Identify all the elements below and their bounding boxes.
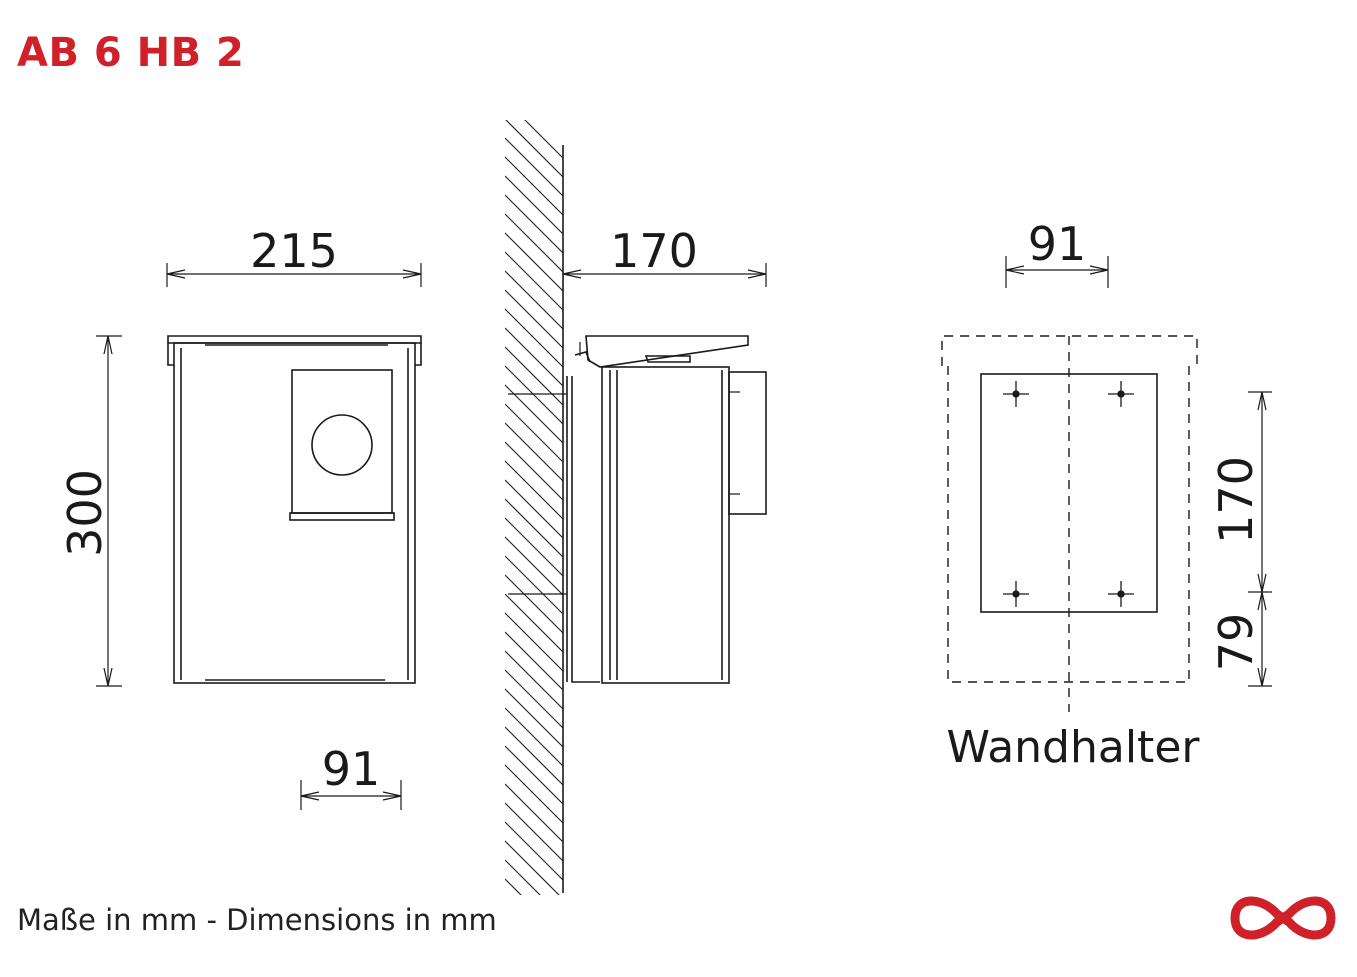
wall-hatch-line [505,308,563,368]
front-width-label: 215 [250,224,338,278]
wall-hatch-line [505,745,563,805]
wall-hatch-line [505,270,563,330]
front-height-label: 300 [58,469,112,557]
wall-hatch-line [505,574,563,634]
bracket-hole-spacing-label: 170 [1209,456,1263,544]
mounting-hole [1003,581,1029,607]
wall-hatch-line [505,346,563,406]
wall-hatch-line [505,175,563,235]
mounting-hole [1108,581,1134,607]
wall-hatch-line [505,251,563,311]
wall-hatch-line [505,498,563,558]
wall-hatch-line [505,878,522,895]
infinity-knot-logo [1230,896,1336,940]
mounting-hole [1108,381,1134,407]
bracket-bottom-offset-label: 79 [1209,613,1263,672]
wall-hatch-line [505,120,563,178]
wall-hatch-line [505,821,563,881]
wall-hatch-line [505,783,563,843]
wall-hatch-line [505,802,563,862]
wall-hatch-line [505,422,563,482]
wall-hatch-line [505,612,563,672]
wall-hatch-line [505,859,541,895]
wall-hatch-line [505,327,563,387]
wall-hatch-line [505,156,563,216]
wall-hatch-line [505,137,563,197]
side-depth-label: 170 [610,224,698,278]
wall-hatch-line [505,441,563,501]
wall-hatch-line [505,384,563,444]
wall-hatch-line [505,840,560,895]
wall-hatch-line [505,403,563,463]
wall-hatch-line [505,650,563,710]
front-bottom-dimension: 91 [300,742,402,810]
mounting-holes [1003,381,1134,607]
wall-hatch-line [505,479,563,539]
wall-bracket-view: 91 170 79 Wandhalter [941,217,1272,773]
wall-hatch-line [505,536,563,596]
wall-hatch-line [505,517,563,577]
wall-hatch-line [505,289,563,349]
wall-hatch-line [505,194,563,254]
front-height-dimension: 300 [58,335,122,687]
front-bottom-width-label: 91 [322,742,381,796]
wall-hatch-line [505,669,563,729]
drawing-title: AB 6 HB 2 [17,30,245,76]
units-footnote: Maße in mm - Dimensions in mm [17,903,497,937]
bracket-width-dimension: 91 [1005,217,1109,288]
bracket-width-label: 91 [1028,217,1087,271]
wall-hatch-line [505,593,563,653]
side-depth-dimension: 170 [562,224,767,287]
side-view: 170 [508,224,767,684]
wall-hatch-line [505,365,563,425]
wall-hatch-line [505,555,563,615]
front-width-dimension: 215 [166,224,422,287]
wall-hatch-line [505,898,563,956]
wall-bracket-caption: Wandhalter [947,722,1201,773]
wall-section [505,120,564,975]
bracket-hole-spacing-dimension: 170 79 [1209,391,1272,687]
wall-hatch-line [505,726,563,786]
wall-hatch-line [505,213,563,273]
wall-hatch-line [505,631,563,691]
wall-hatch-line [524,120,563,159]
wall-hatch-line [505,688,563,748]
wall-hatch-line [505,764,563,824]
wall-hatch-line [505,232,563,292]
wall-hatch-line [505,917,563,975]
mounting-hole [1003,381,1029,407]
wall-hatch-line [505,460,563,520]
front-view: 215 300 91 [58,224,422,810]
wall-hatch-line [505,707,563,767]
